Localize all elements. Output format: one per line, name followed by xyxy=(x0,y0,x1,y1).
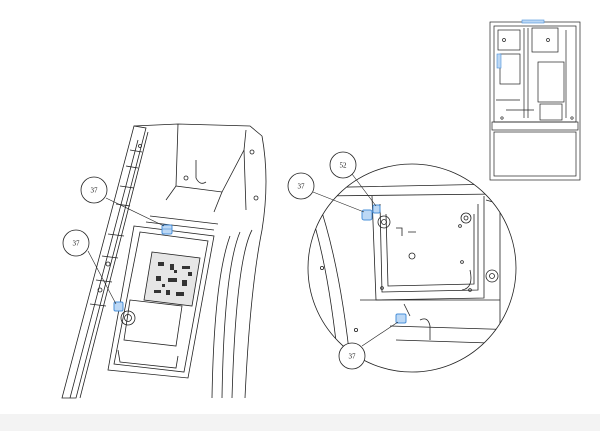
highlighted-part-37-right-bottom xyxy=(395,313,407,324)
leader-line xyxy=(351,173,377,207)
highlighted-part-37-lower xyxy=(113,301,124,312)
callout-label: 37 xyxy=(91,187,99,195)
callout-52: 52 xyxy=(329,151,357,179)
leader-line xyxy=(87,250,117,305)
thumbnail-highlight-top xyxy=(521,19,545,24)
callout-label: 37 xyxy=(73,240,81,248)
callout-37-right-left: 37 xyxy=(287,172,315,200)
magnifier-circle xyxy=(307,163,517,373)
leader-line xyxy=(361,321,399,347)
footer-bar xyxy=(0,414,600,431)
left-leaders xyxy=(87,197,165,305)
highlighted-part-52 xyxy=(372,204,381,214)
callout-37-right-bottom: 37 xyxy=(338,342,366,370)
callout-37-left-mid: 37 xyxy=(62,229,90,257)
left-assembly-view xyxy=(61,123,267,399)
callout-label: 52 xyxy=(340,162,348,170)
magnified-detail-view xyxy=(307,163,517,373)
leader-line xyxy=(312,191,365,213)
overview-thumbnail xyxy=(489,21,581,181)
callout-label: 37 xyxy=(349,353,357,361)
highlighted-part-37-upper xyxy=(161,224,173,235)
leader-line xyxy=(105,197,165,227)
callout-label: 37 xyxy=(298,183,306,191)
right-leaders xyxy=(312,173,399,347)
callout-37-left-top: 37 xyxy=(80,176,108,204)
highlighted-part-37-right-left xyxy=(361,209,373,221)
thumbnail-highlight-side xyxy=(496,53,502,69)
circuit-board xyxy=(143,251,201,307)
